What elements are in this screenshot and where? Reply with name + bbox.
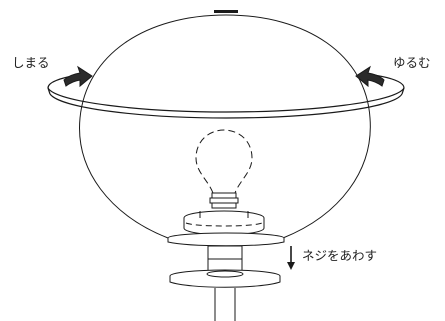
curved-arrow-right-icon [355,65,385,88]
globe-top-cap [214,10,238,13]
down-arrow-icon [287,246,295,270]
align-screw-label: ネジをあわす [302,248,378,263]
tighten-label: しまる [12,55,50,70]
socket-fitting [183,210,265,236]
base-plate [169,269,281,288]
glass-globe [79,14,371,239]
light-bulb-icon [195,129,253,194]
loosen-label: ゆるむ [393,55,431,70]
bulb-screw-base [209,192,239,209]
curved-arrow-left-icon [63,65,93,88]
socket-neck [207,245,243,273]
rotation-ring-icon [47,74,405,119]
globe-flange [167,232,285,247]
lamp-stem [214,288,236,321]
